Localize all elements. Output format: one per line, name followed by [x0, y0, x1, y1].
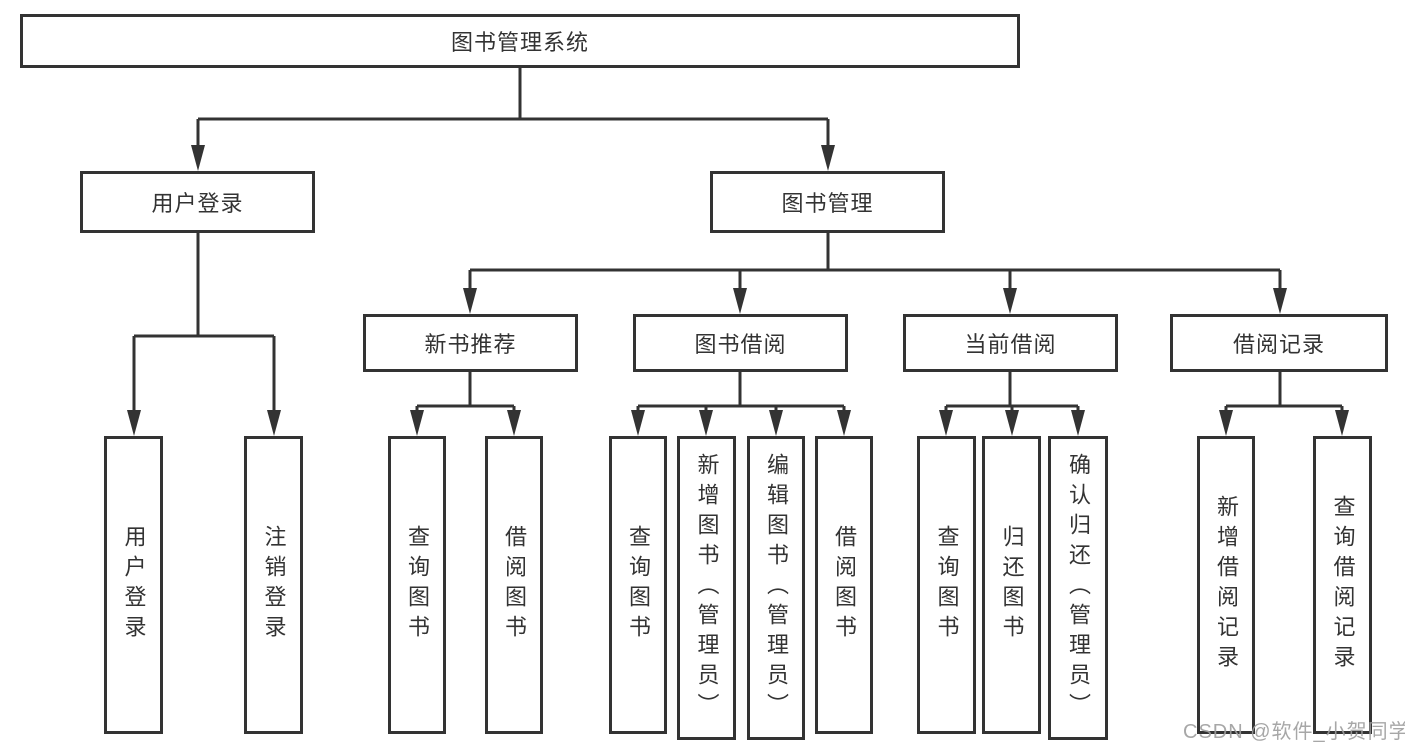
leaf-add-borrow-record: 新增借阅记录	[1197, 436, 1255, 734]
arrowhead	[733, 288, 747, 314]
leaf-query-borrow-record-label: 查询借阅记录	[1330, 495, 1356, 675]
leaf-query-books-current: 查询图书	[917, 436, 976, 734]
arrowhead	[769, 410, 783, 436]
arrowhead	[1005, 410, 1019, 436]
connector-root-to-level2	[196, 68, 830, 162]
leaf-query-books-recommend: 查询图书	[388, 436, 446, 734]
node-current-borrowing-label: 当前借阅	[964, 332, 1057, 357]
leaf-edit-books-admin-label: 编辑图书（管理员）	[764, 453, 789, 723]
arrowhead	[939, 410, 953, 436]
arrowhead	[1003, 288, 1017, 314]
leaf-borrow-books-recommend: 借阅图书	[485, 436, 543, 734]
arrowhead	[631, 410, 645, 436]
leaf-edit-books-admin: 编辑图书（管理员）	[747, 436, 805, 740]
connector-paths	[132, 68, 1344, 430]
node-library-management-system: 图书管理系统	[20, 14, 1020, 68]
arrowhead	[410, 410, 424, 436]
arrowhead	[1335, 410, 1349, 436]
leaf-borrow-books-borrow-label: 借阅图书	[832, 525, 857, 645]
connector-user-login-branch	[132, 233, 276, 430]
leaf-add-books-admin: 新增图书（管理员）	[677, 436, 736, 740]
arrowhead	[699, 410, 713, 436]
leaf-add-books-admin-label: 新增图书（管理员）	[694, 453, 720, 723]
arrowhead	[837, 410, 851, 436]
node-new-book-recommend: 新书推荐	[363, 314, 578, 372]
leaf-user-login-label: 用户登录	[121, 525, 147, 645]
leaf-query-books-borrow-label: 查询图书	[626, 525, 651, 645]
leaf-confirm-return-admin-label: 确认归还（管理员）	[1066, 453, 1091, 723]
leaf-query-books-current-label: 查询图书	[934, 525, 960, 645]
node-borrowing-records-label: 借阅记录	[1232, 332, 1325, 357]
node-book-borrowing: 图书借阅	[633, 314, 848, 372]
arrowhead	[463, 288, 477, 314]
leaf-return-books-label: 归还图书	[999, 525, 1025, 645]
leaf-logout-login: 注销登录	[244, 436, 303, 734]
node-book-management-label: 图书管理	[781, 191, 874, 216]
node-user-login-label: 用户登录	[151, 191, 244, 216]
arrowhead	[127, 410, 141, 436]
connector-book-borrow-branch	[636, 372, 846, 430]
leaf-query-borrow-record: 查询借阅记录	[1313, 436, 1372, 734]
connector-new-book-branch	[415, 372, 516, 430]
node-library-management-system-label: 图书管理系统	[450, 30, 589, 55]
node-book-borrowing-label: 图书借阅	[694, 332, 787, 357]
node-new-book-recommend-label: 新书推荐	[424, 332, 517, 357]
leaf-return-books: 归还图书	[982, 436, 1041, 734]
csdn-watermark: CSDN @软件_小贺同学	[1183, 721, 1405, 743]
leaf-query-books-recommend-label: 查询图书	[405, 525, 430, 645]
leaf-user-login: 用户登录	[104, 436, 163, 734]
node-current-borrowing: 当前借阅	[903, 314, 1118, 372]
connector-arrowheads	[127, 145, 1349, 436]
arrowhead	[191, 145, 205, 171]
leaf-borrow-books-recommend-label: 借阅图书	[502, 525, 527, 645]
node-borrowing-records: 借阅记录	[1170, 314, 1388, 372]
leaf-confirm-return-admin: 确认归还（管理员）	[1048, 436, 1108, 740]
connector-book-management-branch	[468, 233, 1282, 306]
leaf-borrow-books-borrow: 借阅图书	[815, 436, 873, 734]
leaf-query-books-borrow: 查询图书	[609, 436, 667, 734]
arrowhead	[821, 145, 835, 171]
node-user-login: 用户登录	[80, 171, 315, 233]
leaf-add-borrow-record-label: 新增借阅记录	[1214, 495, 1239, 675]
node-book-management: 图书管理	[710, 171, 945, 233]
arrowhead	[1219, 410, 1233, 436]
arrowhead	[507, 410, 521, 436]
arrowhead	[1273, 288, 1287, 314]
arrowhead	[1071, 410, 1085, 436]
arrowhead	[267, 410, 281, 436]
connector-borrow-record-branch	[1224, 372, 1344, 430]
leaf-logout-login-label: 注销登录	[261, 525, 287, 645]
